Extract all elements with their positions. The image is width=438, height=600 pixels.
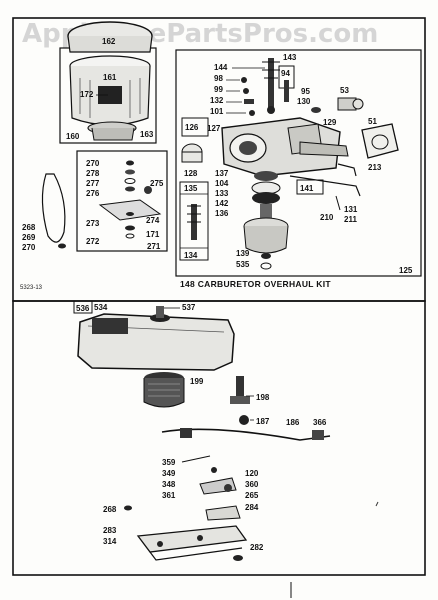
label-95: 95 xyxy=(301,87,310,96)
box-label-160: 160 xyxy=(66,132,80,141)
label-349: 348 xyxy=(162,480,176,489)
label-198: 187 xyxy=(256,417,270,426)
box-126 xyxy=(181,117,209,137)
label-314: 282 xyxy=(250,543,264,552)
label-53: 53 xyxy=(340,86,349,95)
box-label-536: 536 xyxy=(76,304,90,313)
label-139: 535 xyxy=(236,260,250,269)
air-cleaner-element xyxy=(69,55,151,126)
label-268: 268 xyxy=(22,223,36,232)
box-label-271: 271 xyxy=(147,242,161,251)
governor-spring xyxy=(41,173,66,243)
label-130: 130 xyxy=(297,97,311,106)
box-label-135: 135 xyxy=(184,184,198,193)
label-138: 139 xyxy=(236,249,250,258)
label-269: 269 xyxy=(22,233,36,242)
label-172: 172 xyxy=(80,90,94,99)
label-129: 129 xyxy=(323,118,337,127)
label-137: 137 xyxy=(215,169,229,178)
label-359: 349 xyxy=(162,469,176,478)
throttle-control xyxy=(181,455,241,521)
label-360: 265 xyxy=(245,491,259,500)
label-276: 276 xyxy=(86,189,100,198)
box-label-134: 134 xyxy=(184,251,198,260)
label-127: 127 xyxy=(207,124,221,133)
fuel-valve xyxy=(230,376,250,425)
label-213: 213 xyxy=(368,163,382,172)
label-366: 359 xyxy=(162,458,176,467)
label-99: 99 xyxy=(214,85,223,94)
label-186: 366 xyxy=(313,418,327,427)
box-141 xyxy=(296,179,324,195)
label-274: 274 xyxy=(146,216,160,225)
fuel-tank xyxy=(77,306,235,371)
label-51: 51 xyxy=(368,117,377,126)
label-144: 144 xyxy=(214,63,228,72)
label-348: 361 xyxy=(162,491,176,500)
label-278: 278 xyxy=(86,169,100,178)
box-536 xyxy=(73,300,93,314)
label-268-b: 283 xyxy=(103,526,117,535)
label-361: 120 xyxy=(245,469,259,478)
label-101: 101 xyxy=(210,107,224,116)
label-535: 534 xyxy=(94,303,108,312)
label-162: 162 xyxy=(102,37,116,46)
air-cleaner-base xyxy=(87,121,137,141)
control-bracket xyxy=(136,525,248,561)
box-134-135 xyxy=(179,181,209,261)
lower-frame xyxy=(12,300,426,576)
box-label-126: 126 xyxy=(185,123,199,132)
air-cleaner-cover xyxy=(67,21,153,53)
gasket-51 xyxy=(361,123,399,159)
label-210: 210 xyxy=(320,213,334,222)
label-163: 163 xyxy=(140,130,154,139)
label-104: 104 xyxy=(215,179,229,188)
part-53 xyxy=(337,97,364,111)
label-199: 198 xyxy=(256,393,270,402)
label-94: 94 xyxy=(281,69,290,78)
sheet-code: 5323-13 xyxy=(20,285,43,291)
upper-frame xyxy=(12,17,426,302)
box-label-125: 125 xyxy=(399,266,413,275)
filter-537 xyxy=(143,372,185,408)
label-284: 268 xyxy=(103,505,117,514)
part-134-screw xyxy=(187,204,201,240)
label-171: 171 xyxy=(146,230,160,239)
label-132: 132 xyxy=(210,96,224,105)
float-bowl xyxy=(243,171,289,270)
label-211: 211 xyxy=(344,215,357,224)
label-136: 136 xyxy=(215,209,229,218)
label-537: 199 xyxy=(190,377,204,386)
label-98: 98 xyxy=(214,74,223,83)
kit-caption: 148 CARBURETOR OVERHAUL KIT xyxy=(180,279,331,289)
label-131: 131 xyxy=(344,205,358,214)
part-128 xyxy=(181,143,203,163)
governor-stack xyxy=(98,160,162,239)
label-128: 128 xyxy=(184,169,198,178)
carburetor-body xyxy=(221,117,349,177)
label-161: 161 xyxy=(103,73,117,82)
label-133: 133 xyxy=(215,189,229,198)
label-534: 537 xyxy=(182,303,196,312)
label-275: 275 xyxy=(150,179,164,188)
fuel-line-187 xyxy=(161,428,331,441)
label-277: 277 xyxy=(86,179,100,188)
needle-assembly xyxy=(262,58,280,114)
box-label-141: 141 xyxy=(300,184,314,193)
label-265: 284 xyxy=(245,503,259,512)
box-125 xyxy=(175,49,422,277)
small-screws xyxy=(241,77,255,116)
label-273: 273 xyxy=(86,219,100,228)
label-272: 272 xyxy=(86,237,100,246)
label-187: 186 xyxy=(286,418,300,427)
label-270: 270 xyxy=(86,159,100,168)
label-143: 143 xyxy=(283,53,297,62)
label-142: 142 xyxy=(215,199,229,208)
label-283: 314 xyxy=(103,537,117,546)
box-271 xyxy=(76,150,168,252)
label-120: 360 xyxy=(245,480,259,489)
label-270-b: 270 xyxy=(22,243,36,252)
